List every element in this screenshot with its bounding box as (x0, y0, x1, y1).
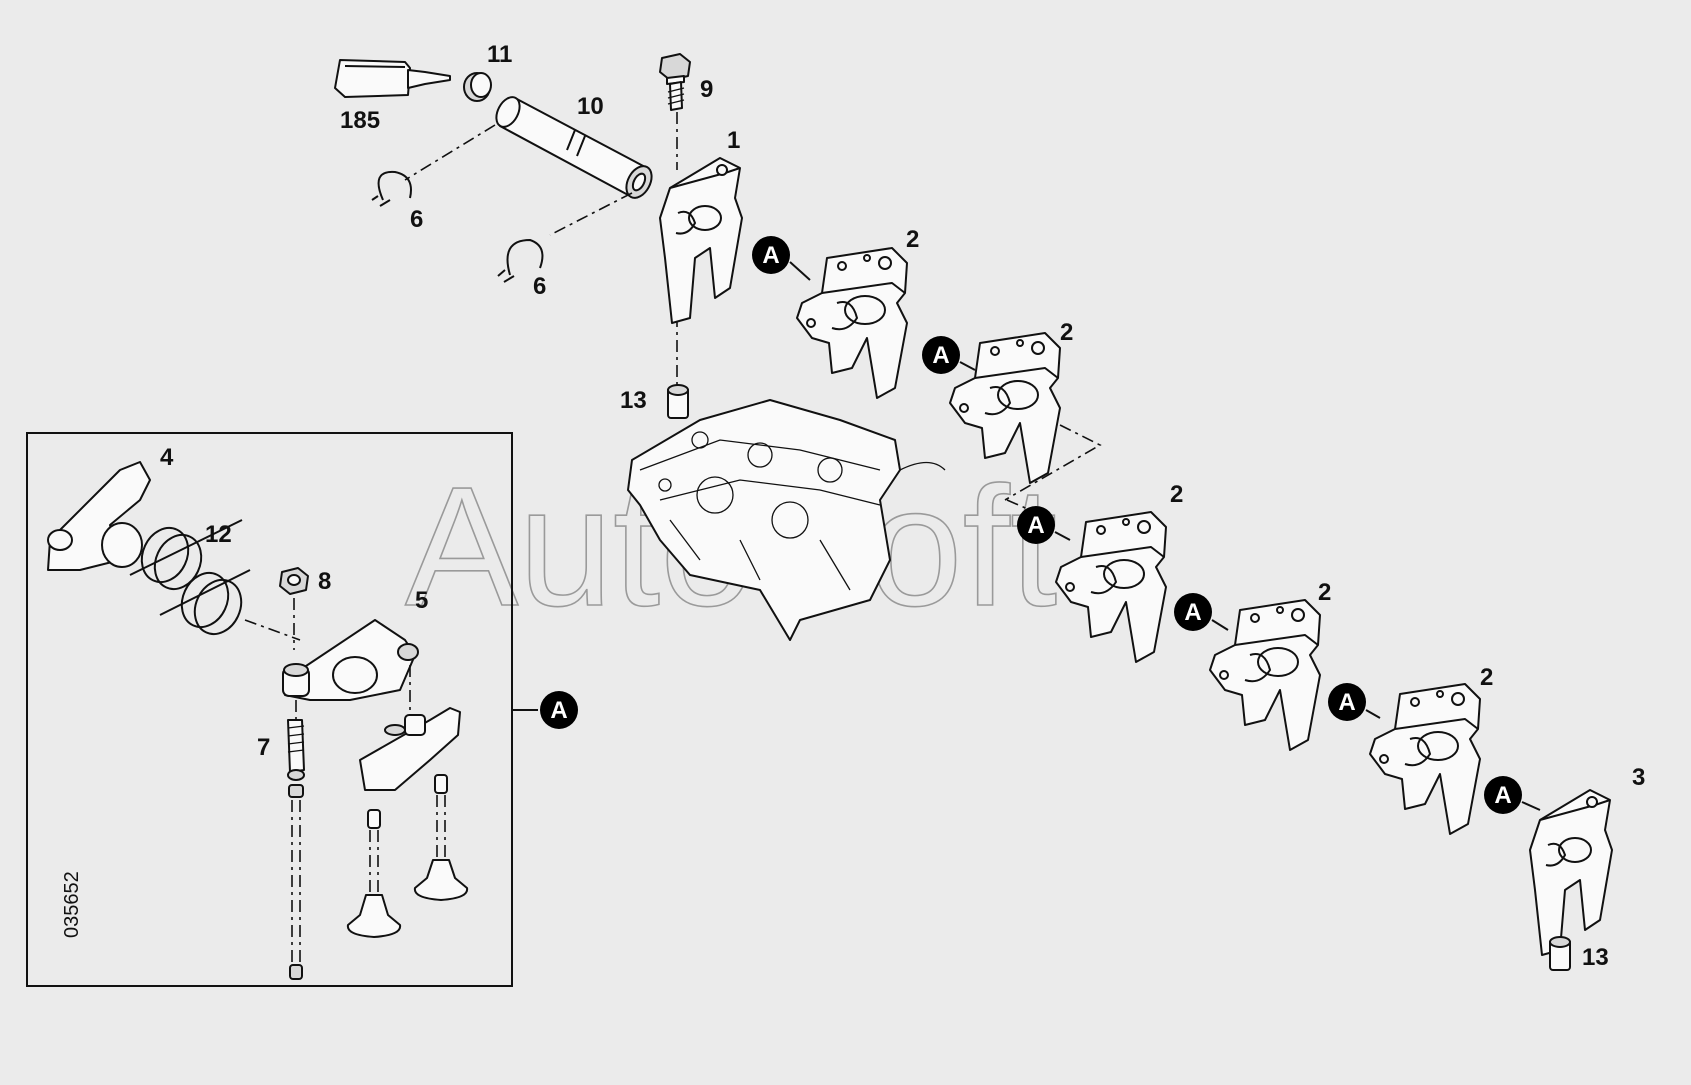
label-2-b: 2 (1060, 319, 1073, 346)
svg-text:A: A (1027, 512, 1044, 539)
svg-text:A: A (550, 697, 567, 724)
svg-text:A: A (1338, 689, 1355, 716)
push-rod-icon (288, 784, 304, 980)
circlip-upper-icon (371, 170, 412, 207)
label-5: 5 (415, 587, 428, 614)
valve-bridge-icon (359, 707, 461, 791)
rocker-shaft-icon (495, 96, 653, 199)
rocker-pedestal-1 (796, 247, 908, 399)
valve-1-icon (346, 809, 402, 938)
end-pedestal-rear (1529, 789, 1613, 956)
callout-a-4: A (1174, 593, 1212, 631)
label-1: 1 (727, 127, 740, 154)
drawing-number: 035652 (61, 871, 83, 938)
lock-nut-icon (279, 567, 309, 595)
label-8: 8 (318, 568, 331, 595)
rocker-pedestal-5 (1369, 683, 1481, 835)
shaft-plug-icon (463, 72, 492, 102)
svg-text:A: A (932, 342, 949, 369)
circlip-lower-icon (497, 238, 544, 283)
rocker-spring-icon (129, 519, 251, 636)
label-2-e: 2 (1480, 664, 1493, 691)
rocker-arm-4-icon (47, 461, 151, 571)
svg-text:A: A (1184, 599, 1201, 626)
adjusting-screw-icon (287, 719, 305, 781)
label-13-lower: 13 (1582, 944, 1609, 971)
end-pedestal-front (659, 157, 743, 324)
callout-a-6: A (1484, 776, 1522, 814)
callout-a-5: A (1328, 683, 1366, 721)
label-6-lower: 6 (533, 273, 546, 300)
svg-text:A: A (1494, 782, 1511, 809)
label-9: 9 (700, 76, 713, 103)
dowel-sleeve-upper-icon (667, 384, 689, 419)
callout-a-1: A (752, 236, 790, 274)
label-7: 7 (257, 734, 270, 761)
label-2-a: 2 (906, 226, 919, 253)
rocker-pedestal-3 (1055, 511, 1167, 663)
label-11: 11 (487, 41, 512, 68)
svg-text:A: A (762, 242, 779, 269)
label-13-upper: 13 (620, 387, 647, 414)
callout-a-inset: A (540, 691, 578, 729)
label-10: 10 (577, 93, 604, 120)
label-185: 185 (340, 107, 380, 134)
label-3: 3 (1632, 764, 1645, 791)
label-6-upper: 6 (410, 206, 423, 233)
label-2-c: 2 (1170, 481, 1183, 508)
label-2-d: 2 (1318, 579, 1331, 606)
label-12: 12 (205, 521, 232, 548)
bolt-icon (659, 53, 691, 111)
dowel-sleeve-lower-icon (1549, 936, 1571, 971)
rocker-arm-5-icon (282, 619, 419, 701)
rocker-pedestal-4 (1209, 599, 1321, 751)
sealant-tube-icon (334, 59, 451, 98)
label-4: 4 (160, 444, 174, 471)
valve-2-icon (413, 774, 469, 901)
callout-a-3: A (1017, 506, 1055, 544)
cylinder-head-icon (627, 399, 946, 641)
callout-a-2: A (922, 336, 960, 374)
